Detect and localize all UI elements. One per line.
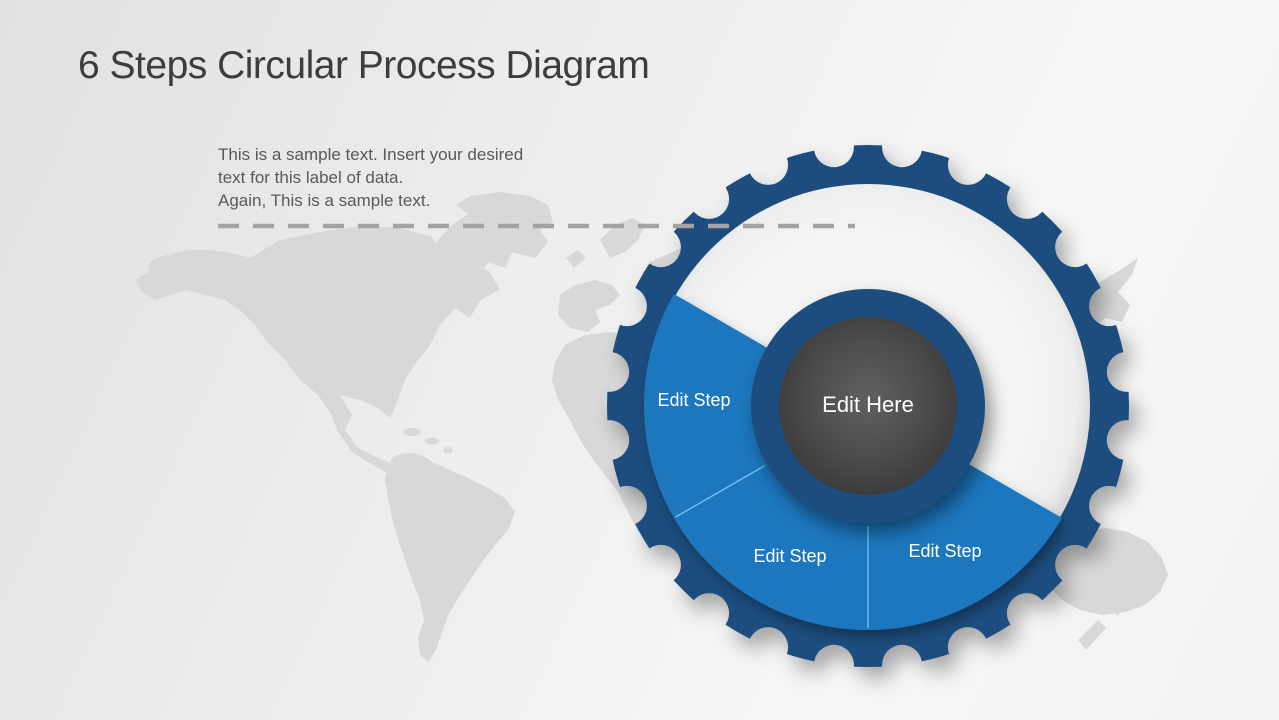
hub-label[interactable]: Edit Here (822, 392, 914, 417)
segment-dividers (675, 465, 869, 628)
annotation-text[interactable]: This is a sample text. Insert your desir… (218, 145, 524, 210)
hub-center-circle (779, 317, 957, 495)
segment-label-bottom[interactable]: Edit Step (753, 546, 826, 566)
segment-label-left[interactable]: Edit Step (657, 390, 730, 410)
page-title[interactable]: 6 Steps Circular Process Diagram (78, 44, 650, 87)
segment-label-bottom-right[interactable]: Edit Step (908, 541, 981, 561)
hub[interactable]: Edit Here (751, 289, 985, 523)
